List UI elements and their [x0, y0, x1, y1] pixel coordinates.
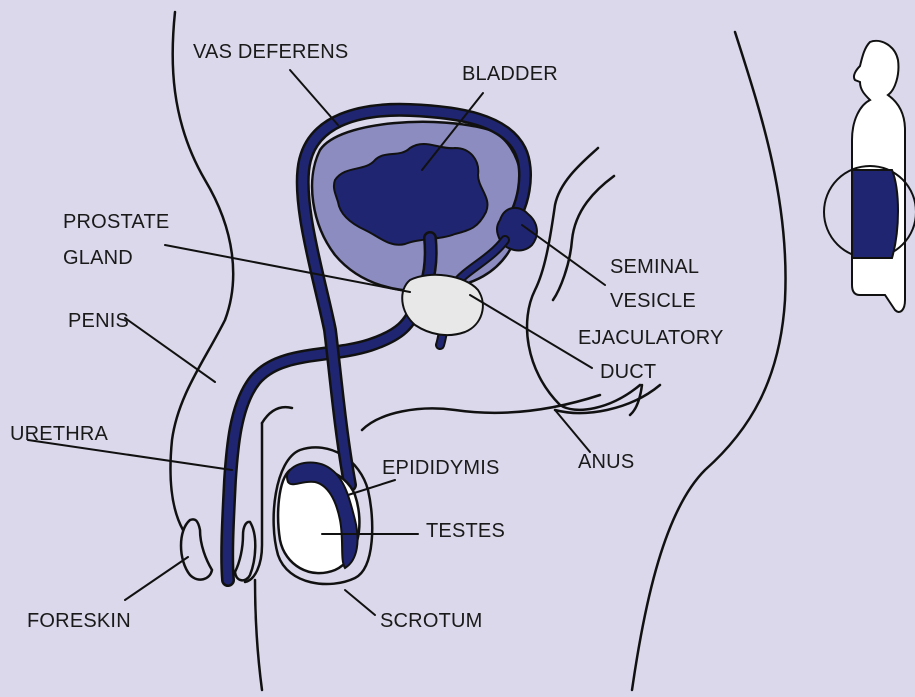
label-testes: TESTES — [426, 520, 505, 542]
label-vas-deferens: VAS DEFERENS — [193, 41, 348, 63]
label-seminal-2: VESICLE — [610, 290, 696, 312]
label-penis: PENIS — [68, 310, 129, 332]
label-epididymis: EPIDIDYMIS — [382, 457, 500, 479]
label-urethra: URETHRA — [10, 423, 109, 445]
label-anus: ANUS — [578, 451, 634, 473]
label-foreskin: FORESKIN — [27, 610, 131, 632]
label-ejaculatory-1: EJACULATORY — [578, 327, 724, 349]
label-seminal-1: SEMINAL — [610, 256, 699, 278]
label-prostate-2: GLAND — [63, 247, 133, 269]
label-prostate-1: PROSTATE — [63, 211, 169, 233]
label-ejaculatory-2: DUCT — [600, 361, 656, 383]
label-bladder: BLADDER — [462, 63, 558, 85]
label-scrotum: SCROTUM — [380, 610, 483, 632]
